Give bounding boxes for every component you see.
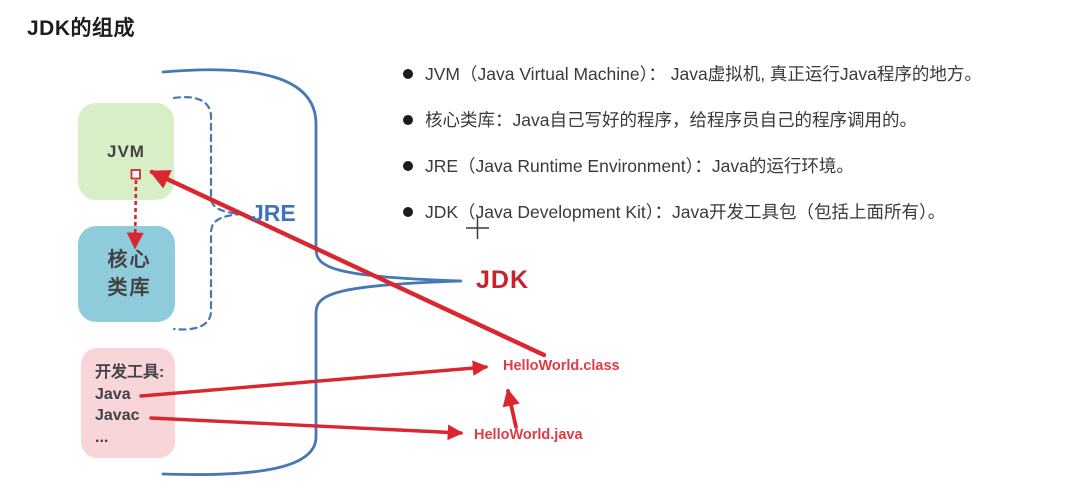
bullet-list: JVM（Java Virtual Machine）： Java虚拟机, 真正运行… bbox=[403, 64, 1073, 248]
jdk-label: JDK bbox=[476, 266, 530, 294]
arrow-javac-to-java bbox=[149, 416, 464, 441]
bullet-item-jre: JRE（Java Runtime Environment）：Java的运行环境。 bbox=[403, 156, 1073, 177]
bullet-text: JVM（Java Virtual Machine）： Java虚拟机, 真正运行… bbox=[425, 64, 982, 84]
jvm-box-label: JVM bbox=[107, 141, 145, 161]
core-library-label: 核心 类库 bbox=[107, 249, 152, 299]
helloworld-class-label: HelloWorld.class bbox=[503, 358, 620, 374]
bullet-item-jdk: JDK（Java Development Kit）：Java开发工具包（包括上面… bbox=[403, 202, 1073, 223]
arrow-java-to-class bbox=[139, 360, 489, 398]
bullet-dot-icon bbox=[403, 69, 413, 79]
bullet-text: JDK（Java Development Kit）：Java开发工具包（包括上面… bbox=[425, 202, 946, 222]
dev-tools-box: 开发工具: Java Javac ... bbox=[81, 348, 175, 458]
page-title: JDK的组成 bbox=[27, 17, 136, 40]
core-library-box: 核心 类库 bbox=[78, 226, 175, 322]
arrow-java-file-to-class-file bbox=[502, 388, 520, 429]
dev-tools-ellipsis: ... bbox=[95, 428, 109, 446]
bullet-text: 核心类库：Java自己写好的程序，给程序员自己的程序调用的。 bbox=[425, 110, 917, 130]
bullet-dot-icon bbox=[403, 161, 413, 171]
dev-tools-title: 开发工具: bbox=[95, 364, 165, 381]
dev-tools-javac: Javac bbox=[95, 407, 140, 424]
helloworld-java-label: HelloWorld.java bbox=[474, 427, 583, 443]
jre-brace bbox=[172, 96, 242, 331]
bullet-dot-icon bbox=[403, 115, 413, 125]
jvm-box: JVM bbox=[78, 103, 174, 200]
bullet-dot-icon bbox=[403, 207, 413, 217]
dev-tools-java: Java bbox=[95, 385, 131, 403]
bullet-item-jvm: JVM（Java Virtual Machine）： Java虚拟机, 真正运行… bbox=[403, 64, 1073, 85]
bullet-item-core-library: 核心类库：Java自己写好的程序，给程序员自己的程序调用的。 bbox=[403, 110, 1073, 131]
bullet-text: JRE（Java Runtime Environment）：Java的运行环境。 bbox=[425, 156, 854, 176]
jre-label: JRE bbox=[251, 200, 296, 226]
